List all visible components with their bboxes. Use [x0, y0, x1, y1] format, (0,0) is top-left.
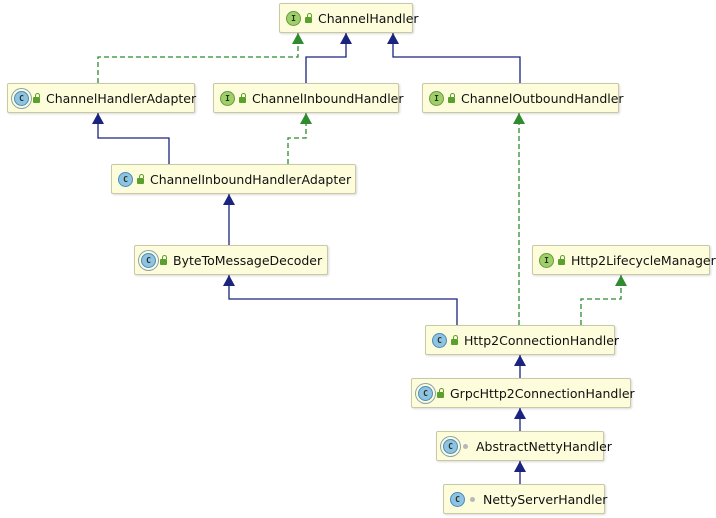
arrowhead-implements	[615, 275, 627, 286]
node-abstract-netty-handler[interactable]: C AbstractNettyHandler	[436, 431, 612, 461]
interface-icon: I	[429, 90, 444, 106]
edge-implements	[97, 33, 299, 83]
class-icon: C	[432, 332, 447, 348]
node-http2-lifecycle-manager[interactable]: I Http2LifecycleManager	[532, 245, 716, 275]
node-label: ChannelInboundHandler	[252, 90, 404, 106]
node-netty-server-handler[interactable]: C NettyServerHandler	[443, 484, 608, 514]
edge-implements	[580, 275, 622, 325]
node-channel-handler-adapter[interactable]: C ChannelHandlerAdapter	[7, 83, 197, 113]
arrowhead-extends	[514, 408, 526, 419]
public-visibility-icon	[305, 12, 312, 23]
class-icon: C	[118, 171, 133, 187]
node-label: NettyServerHandler	[483, 491, 608, 507]
arrowhead-extends	[92, 113, 104, 124]
node-label: Http2ConnectionHandler	[464, 332, 620, 348]
public-visibility-icon	[239, 92, 246, 103]
class-icon: C	[450, 491, 465, 507]
public-visibility-icon	[33, 92, 40, 103]
edge-extends	[97, 113, 170, 164]
arrowhead-extends	[387, 33, 399, 44]
arrowhead-implements	[513, 113, 525, 124]
interface-icon: I	[539, 252, 554, 268]
node-label: ChannelInboundHandlerAdapter	[150, 171, 352, 187]
public-visibility-icon	[558, 254, 565, 265]
abstract-class-icon: C	[141, 252, 156, 268]
interface-icon: I	[286, 10, 301, 26]
public-visibility-icon	[160, 254, 167, 265]
node-channel-inbound-handler-adapter[interactable]: C ChannelInboundHandlerAdapter	[111, 164, 356, 194]
edge-extends	[392, 33, 521, 83]
package-visibility-icon	[470, 496, 475, 502]
package-visibility-icon	[463, 443, 468, 449]
node-label: ByteToMessageDecoder	[173, 252, 323, 268]
arrowhead-implements	[300, 113, 312, 124]
node-channel-outbound-handler[interactable]: I ChannelOutboundHandler	[422, 83, 624, 113]
node-http2-connection-handler[interactable]: C Http2ConnectionHandler	[425, 325, 619, 355]
arrowhead-extends	[340, 33, 352, 44]
edge-implements	[287, 113, 307, 164]
node-label: AbstractNettyHandler	[476, 438, 612, 454]
node-grpc-http2-connection-handler[interactable]: C GrpcHttp2ConnectionHandler	[411, 378, 635, 408]
abstract-class-icon: C	[443, 438, 458, 454]
arrowhead-extends	[514, 355, 526, 366]
arrowhead-extends	[514, 461, 526, 472]
arrowhead-implements	[292, 33, 304, 44]
edge-extends	[228, 275, 458, 325]
node-channel-inbound-handler[interactable]: I ChannelInboundHandler	[213, 83, 404, 113]
node-label: Http2LifecycleManager	[571, 252, 716, 268]
arrowhead-extends	[223, 194, 235, 205]
node-label: ChannelOutboundHandler	[461, 90, 624, 106]
public-visibility-icon	[437, 387, 444, 398]
node-label: ChannelHandlerAdapter	[46, 90, 197, 106]
node-label: ChannelHandler	[318, 10, 419, 26]
public-visibility-icon	[137, 173, 144, 184]
node-byte-to-message-decoder[interactable]: C ByteToMessageDecoder	[134, 245, 328, 275]
public-visibility-icon	[448, 92, 455, 103]
edge-extends	[305, 33, 347, 83]
abstract-class-icon: C	[418, 385, 433, 401]
interface-icon: I	[220, 90, 235, 106]
node-channel-handler[interactable]: I ChannelHandler	[279, 3, 419, 33]
node-label: GrpcHttp2ConnectionHandler	[450, 385, 635, 401]
arrowhead-extends	[223, 275, 235, 286]
abstract-class-icon: C	[14, 90, 29, 106]
public-visibility-icon	[451, 334, 458, 345]
